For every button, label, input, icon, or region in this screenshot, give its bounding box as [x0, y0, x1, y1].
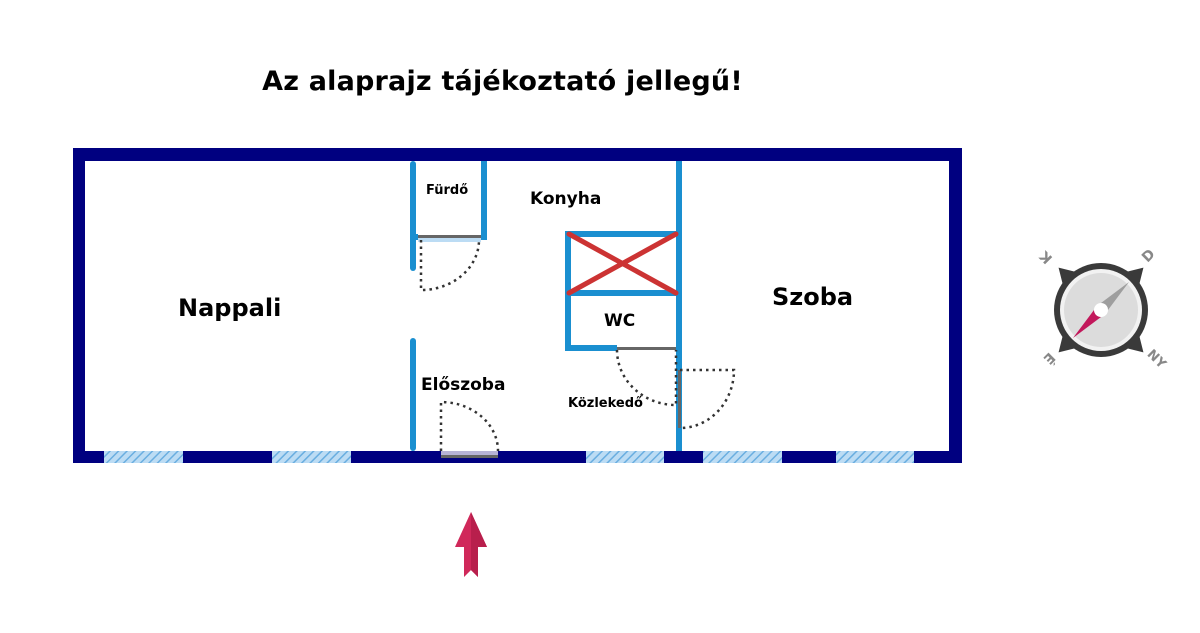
window — [272, 451, 351, 463]
window — [836, 451, 914, 463]
room-label-szoba: Szoba — [772, 283, 854, 311]
room-label-nappali: Nappali — [178, 294, 282, 322]
window — [703, 451, 782, 463]
room-door — [678, 368, 736, 430]
window — [104, 451, 183, 463]
bathroom-door — [418, 235, 481, 292]
entrance-door — [439, 400, 500, 458]
room-label-eloszoba: Előszoba — [421, 375, 506, 395]
window — [586, 451, 664, 463]
room-label-wc: WC — [604, 311, 636, 331]
wc-door — [615, 347, 678, 407]
removed-cross — [566, 231, 679, 296]
windows — [104, 451, 914, 463]
disclaimer-title: Az alaprajz tájékoztató jellegű! — [262, 66, 743, 97]
room-label-konyha: Konyha — [530, 189, 602, 209]
arrow-up-icon — [455, 512, 487, 577]
room-label-kozlekedo: Közlekedő — [568, 396, 643, 411]
compass-icon — [1054, 263, 1148, 357]
room-label-furdo: Fürdő — [426, 183, 469, 198]
